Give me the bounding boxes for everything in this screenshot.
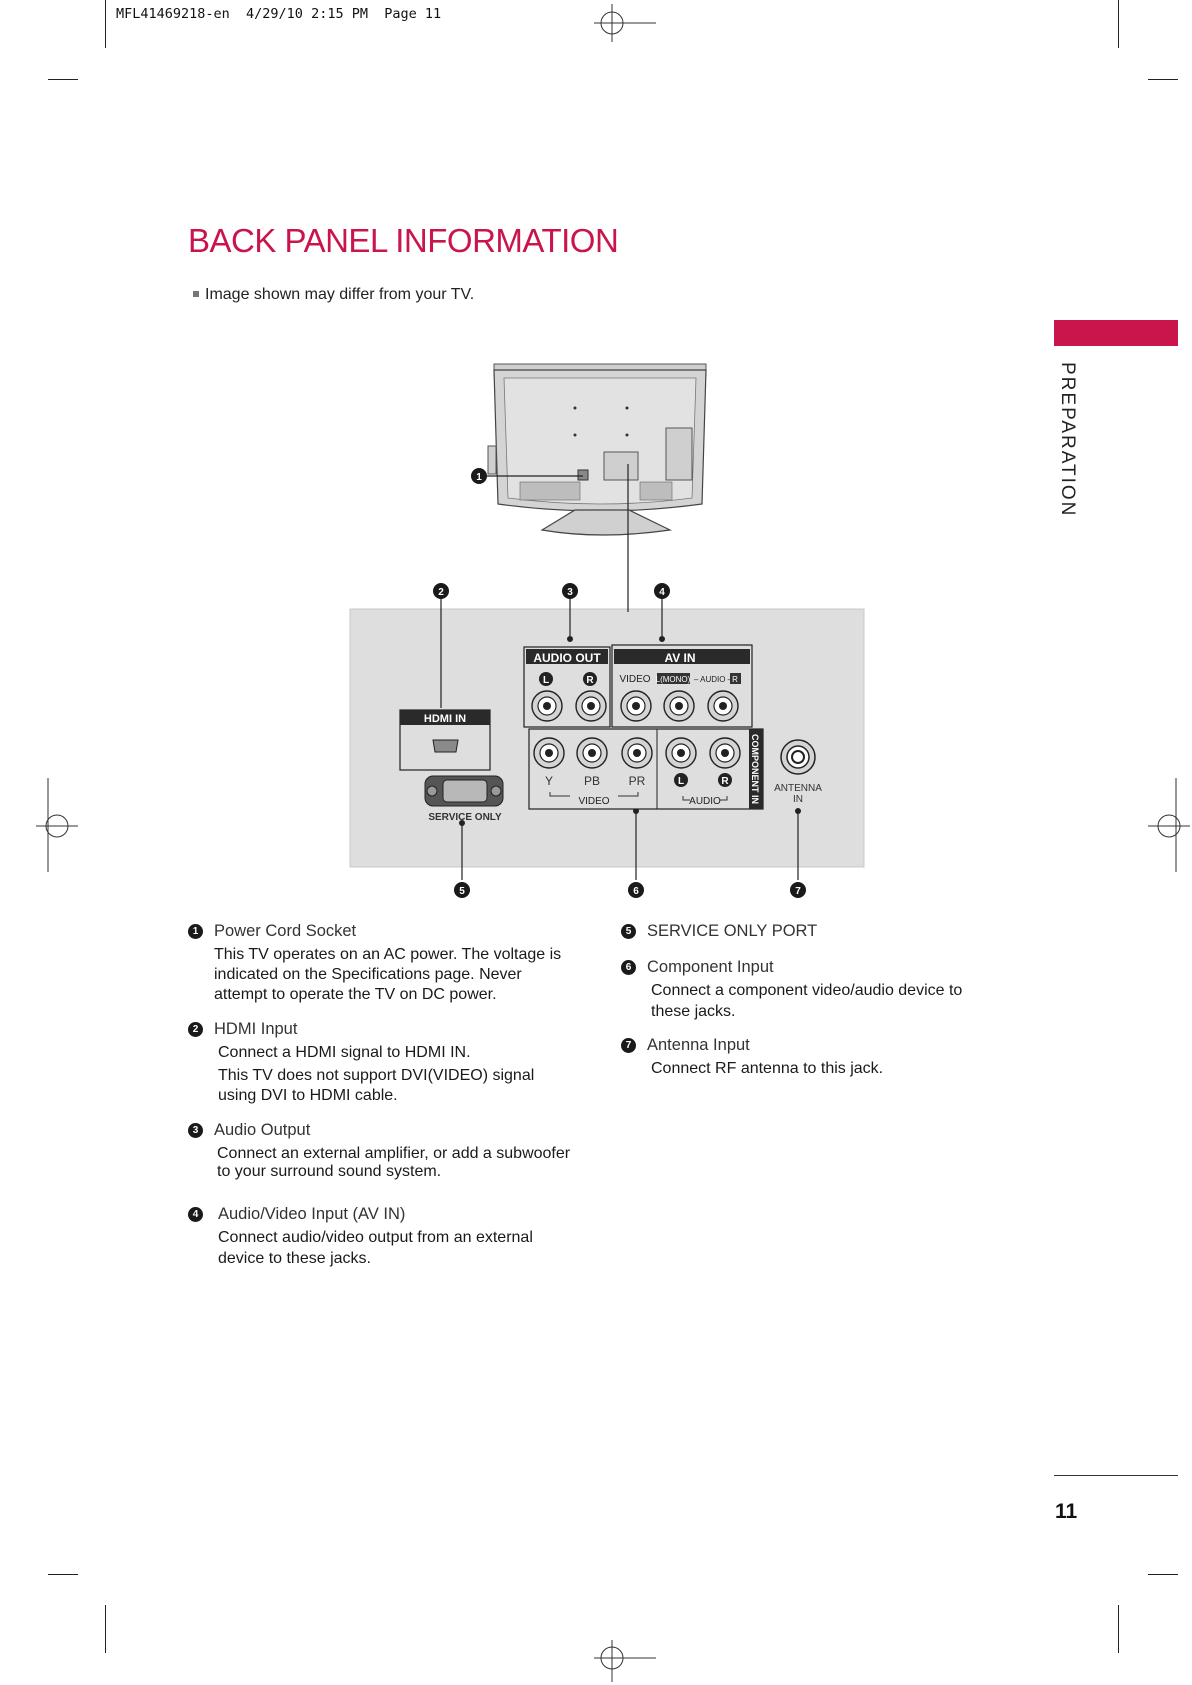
item-3-line: to your surround sound system. [217, 1163, 442, 1180]
item-7-title: 7 Antenna Input [621, 1036, 1021, 1055]
crop-mark [48, 1574, 78, 1575]
item-2-title-text: HDMI Input [214, 1020, 298, 1038]
callout-3: 3 [567, 587, 573, 598]
item-2-title: 2 HDMI Input [188, 1020, 588, 1039]
comp-l-label: L [678, 776, 684, 787]
item-6-title-text: Component Input [647, 958, 774, 976]
item-5-title-text: SERVICE ONLY PORT [647, 922, 818, 940]
item-4-title-text: Audio/Video Input (AV IN) [218, 1205, 406, 1223]
item-3-title: 3 Audio Output [188, 1121, 598, 1140]
item-1-line: This TV operates on an AC power. The vol… [214, 946, 562, 963]
comp-y-label: Y [545, 774, 553, 788]
item-2: 2 HDMI Input Connect a HDMI signal to HDM… [188, 1020, 588, 1109]
tv-rear-illustration [487, 363, 707, 536]
service-only-label: SERVICE ONLY [428, 812, 502, 823]
crop-mark [105, 0, 106, 48]
item-1-title: 1 Power Cord Socket [188, 922, 588, 941]
antenna-label-2: IN [793, 794, 803, 805]
item-1-line: indicated on the Specifications page. Ne… [214, 966, 522, 983]
item-6: 6 Component Input Connect a component vid… [621, 958, 1021, 1025]
item-6-line: these jacks. [651, 1003, 736, 1020]
item-6-badge: 6 [621, 960, 636, 975]
item-4-line: Connect audio/video output from an exter… [218, 1229, 533, 1246]
item-7-line: Connect RF antenna to this jack. [651, 1060, 884, 1077]
image-note: Image shown may differ from your TV. [193, 286, 474, 304]
item-4: 4 Audio/Video Input (AV IN) Connect audio… [188, 1205, 598, 1272]
item-3-title-text: Audio Output [214, 1121, 311, 1139]
page-title: BACK PANEL INFORMATION [188, 222, 619, 259]
item-1: 1 Power Cord Socket This TV operates on a… [188, 922, 588, 1008]
component-in-label: COMPONENT IN [750, 734, 760, 804]
item-6-line: Connect a component video/audio device t… [651, 982, 963, 999]
item-1-line: attempt to operate the TV on DC power. [214, 986, 497, 1003]
callout-7: 7 [795, 886, 801, 897]
item-7-title-text: Antenna Input [647, 1036, 750, 1054]
section-tab-label: PREPARATION [1057, 362, 1078, 518]
antenna-label-1: ANTENNA [774, 783, 822, 794]
crop-mark [1118, 0, 1119, 48]
page-number: 11 [1055, 1500, 1078, 1523]
item-3-badge: 3 [188, 1123, 203, 1138]
item-7: 7 Antenna Input Connect RF antenna to thi… [621, 1036, 1021, 1082]
item-2-line: Connect a HDMI signal to HDMI IN. [218, 1044, 471, 1061]
item-5-badge: 5 [621, 924, 636, 939]
av-video-label: VIDEO [619, 674, 650, 685]
audio-out-label: AUDIO OUT [533, 651, 601, 665]
page-number-rule [1054, 1475, 1178, 1476]
callout-5: 5 [459, 886, 465, 897]
crop-mark [1118, 1605, 1119, 1653]
audio-out-l-label: L [543, 675, 549, 686]
crop-mark [48, 79, 78, 80]
comp-r-label: R [721, 776, 729, 787]
av-r-label: R [732, 675, 738, 684]
note-text: Image shown may differ from your TV. [205, 286, 475, 303]
item-6-title: 6 Component Input [621, 958, 1021, 977]
comp-audio-label: AUDIO [689, 796, 721, 807]
item-4-line: device to these jacks. [218, 1250, 371, 1267]
item-7-badge: 7 [621, 1038, 636, 1053]
callout-badges: 1 2 3 4 5 6 7 [433, 468, 806, 898]
callout-4: 4 [659, 587, 665, 598]
callout-1: 1 [476, 472, 482, 483]
crop-mark [1148, 79, 1178, 80]
section-tab-bar [1054, 320, 1178, 346]
item-1-title-text: Power Cord Socket [214, 922, 357, 940]
comp-pb-label: PB [584, 774, 600, 788]
item-2-badge: 2 [188, 1022, 203, 1037]
item-4-badge: 4 [188, 1207, 203, 1222]
item-5: 5 SERVICE ONLY PORT [621, 922, 1021, 945]
item-4-title: 4 Audio/Video Input (AV IN) [188, 1205, 598, 1224]
av-audio-label: – AUDIO – [694, 675, 733, 684]
print-slug: MFL41469218-en 4/29/10 2:15 PM Page 11 [116, 6, 442, 22]
av-in-label: AV IN [664, 651, 695, 665]
item-5-title: 5 SERVICE ONLY PORT [621, 922, 1021, 941]
callout-6: 6 [633, 886, 639, 897]
item-3-line: Connect an external amplifier, or add a … [217, 1145, 571, 1162]
item-2-line: This TV does not support DVI(VIDEO) sign… [218, 1067, 535, 1084]
bullet-square-icon [193, 291, 199, 297]
comp-video-label: VIDEO [578, 796, 609, 807]
hdmi-in-label: HDMI IN [424, 713, 466, 725]
item-2-line: using DVI to HDMI cable. [218, 1087, 398, 1104]
crop-mark [1148, 1574, 1178, 1575]
crop-mark [105, 1605, 106, 1653]
item-1-badge: 1 [188, 924, 203, 939]
comp-pr-label: PR [629, 774, 646, 788]
audio-out-r-label: R [586, 675, 594, 686]
back-panel-diagram: HDMI IN SERVICE ONLY AUDIO OUT L R AV IN… [349, 363, 865, 898]
callout-2: 2 [438, 587, 444, 598]
item-3: 3 Audio Output Connect an external amplif… [188, 1121, 598, 1185]
av-mono-label: L(MONO) [656, 675, 691, 684]
